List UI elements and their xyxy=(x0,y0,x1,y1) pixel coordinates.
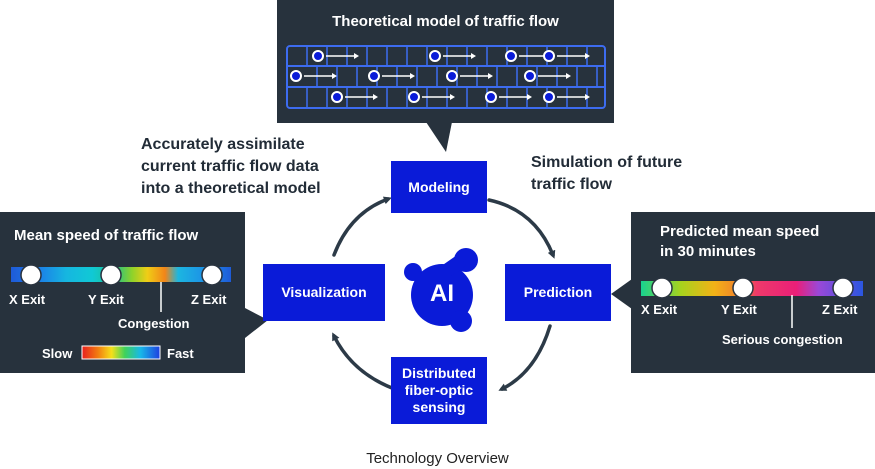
car-icon xyxy=(368,70,380,82)
car-icon xyxy=(429,50,441,62)
car-icon xyxy=(505,50,517,62)
assimilate-text-3: into a theoretical model xyxy=(141,180,321,197)
slow-label: Slow xyxy=(42,346,73,361)
visualization-label: Visualization xyxy=(281,284,367,300)
car-icon xyxy=(312,50,324,62)
assimilate-text-1: Accurately assimilate xyxy=(141,136,305,153)
car-icon xyxy=(331,91,343,103)
motion-arrowhead-icon xyxy=(566,73,571,79)
car-icon xyxy=(446,70,458,82)
traffic-model-title: Theoretical model of traffic flow xyxy=(332,13,559,30)
prediction-node: Prediction xyxy=(505,264,611,321)
car-icon xyxy=(524,70,536,82)
left-exit-x: X Exit xyxy=(9,292,46,307)
motion-arrowhead-icon xyxy=(354,53,359,59)
motion-arrowhead-icon xyxy=(450,94,455,100)
modeling-node: Modeling xyxy=(391,161,487,213)
car-icon xyxy=(485,91,497,103)
motion-arrowhead-icon xyxy=(585,94,590,100)
left-exit-y: Y Exit xyxy=(88,292,124,307)
right-exit-y: Y Exit xyxy=(721,302,757,317)
sensing-label-1: Distributed xyxy=(402,365,476,381)
ai-logo-text: AI xyxy=(430,280,454,307)
motion-arrowhead-icon xyxy=(332,73,337,79)
sensing-label-3: sensing xyxy=(412,399,466,415)
car-icon xyxy=(543,50,555,62)
sensing-label-2: fiber-optic xyxy=(404,382,474,398)
motion-arrowhead-icon xyxy=(471,53,476,59)
car-icon xyxy=(543,91,555,103)
motion-arrowhead-icon xyxy=(585,53,590,59)
serious-congestion-label: Serious congestion xyxy=(722,332,843,347)
modeling-label: Modeling xyxy=(408,178,470,195)
car-icon xyxy=(408,91,420,103)
left-exit-z: Z Exit xyxy=(191,292,227,307)
simulation-text-1: Simulation of future xyxy=(531,154,683,171)
traffic-model-panel: Theoretical model of traffic flow xyxy=(277,0,614,123)
visualization-node: Visualization xyxy=(263,264,385,321)
assimilate-text-2: current traffic flow data xyxy=(141,158,319,175)
sensing-node: Distributed fiber-optic sensing xyxy=(391,357,487,424)
fast-label: Fast xyxy=(167,346,194,361)
motion-arrowhead-icon xyxy=(488,73,493,79)
mean-speed-title: Mean speed of traffic flow xyxy=(14,227,199,244)
caption: Technology Overview xyxy=(366,450,509,467)
motion-arrowhead-icon xyxy=(410,73,415,79)
right-exit-z: Z Exit xyxy=(822,302,858,317)
car-icon xyxy=(290,70,302,82)
prediction-label: Prediction xyxy=(523,284,593,300)
simulation-text-2: traffic flow xyxy=(531,176,612,193)
motion-arrowhead-icon xyxy=(527,94,532,100)
congestion-label: Congestion xyxy=(118,316,190,331)
right-exit-x: X Exit xyxy=(641,302,678,317)
motion-arrowhead-icon xyxy=(373,94,378,100)
